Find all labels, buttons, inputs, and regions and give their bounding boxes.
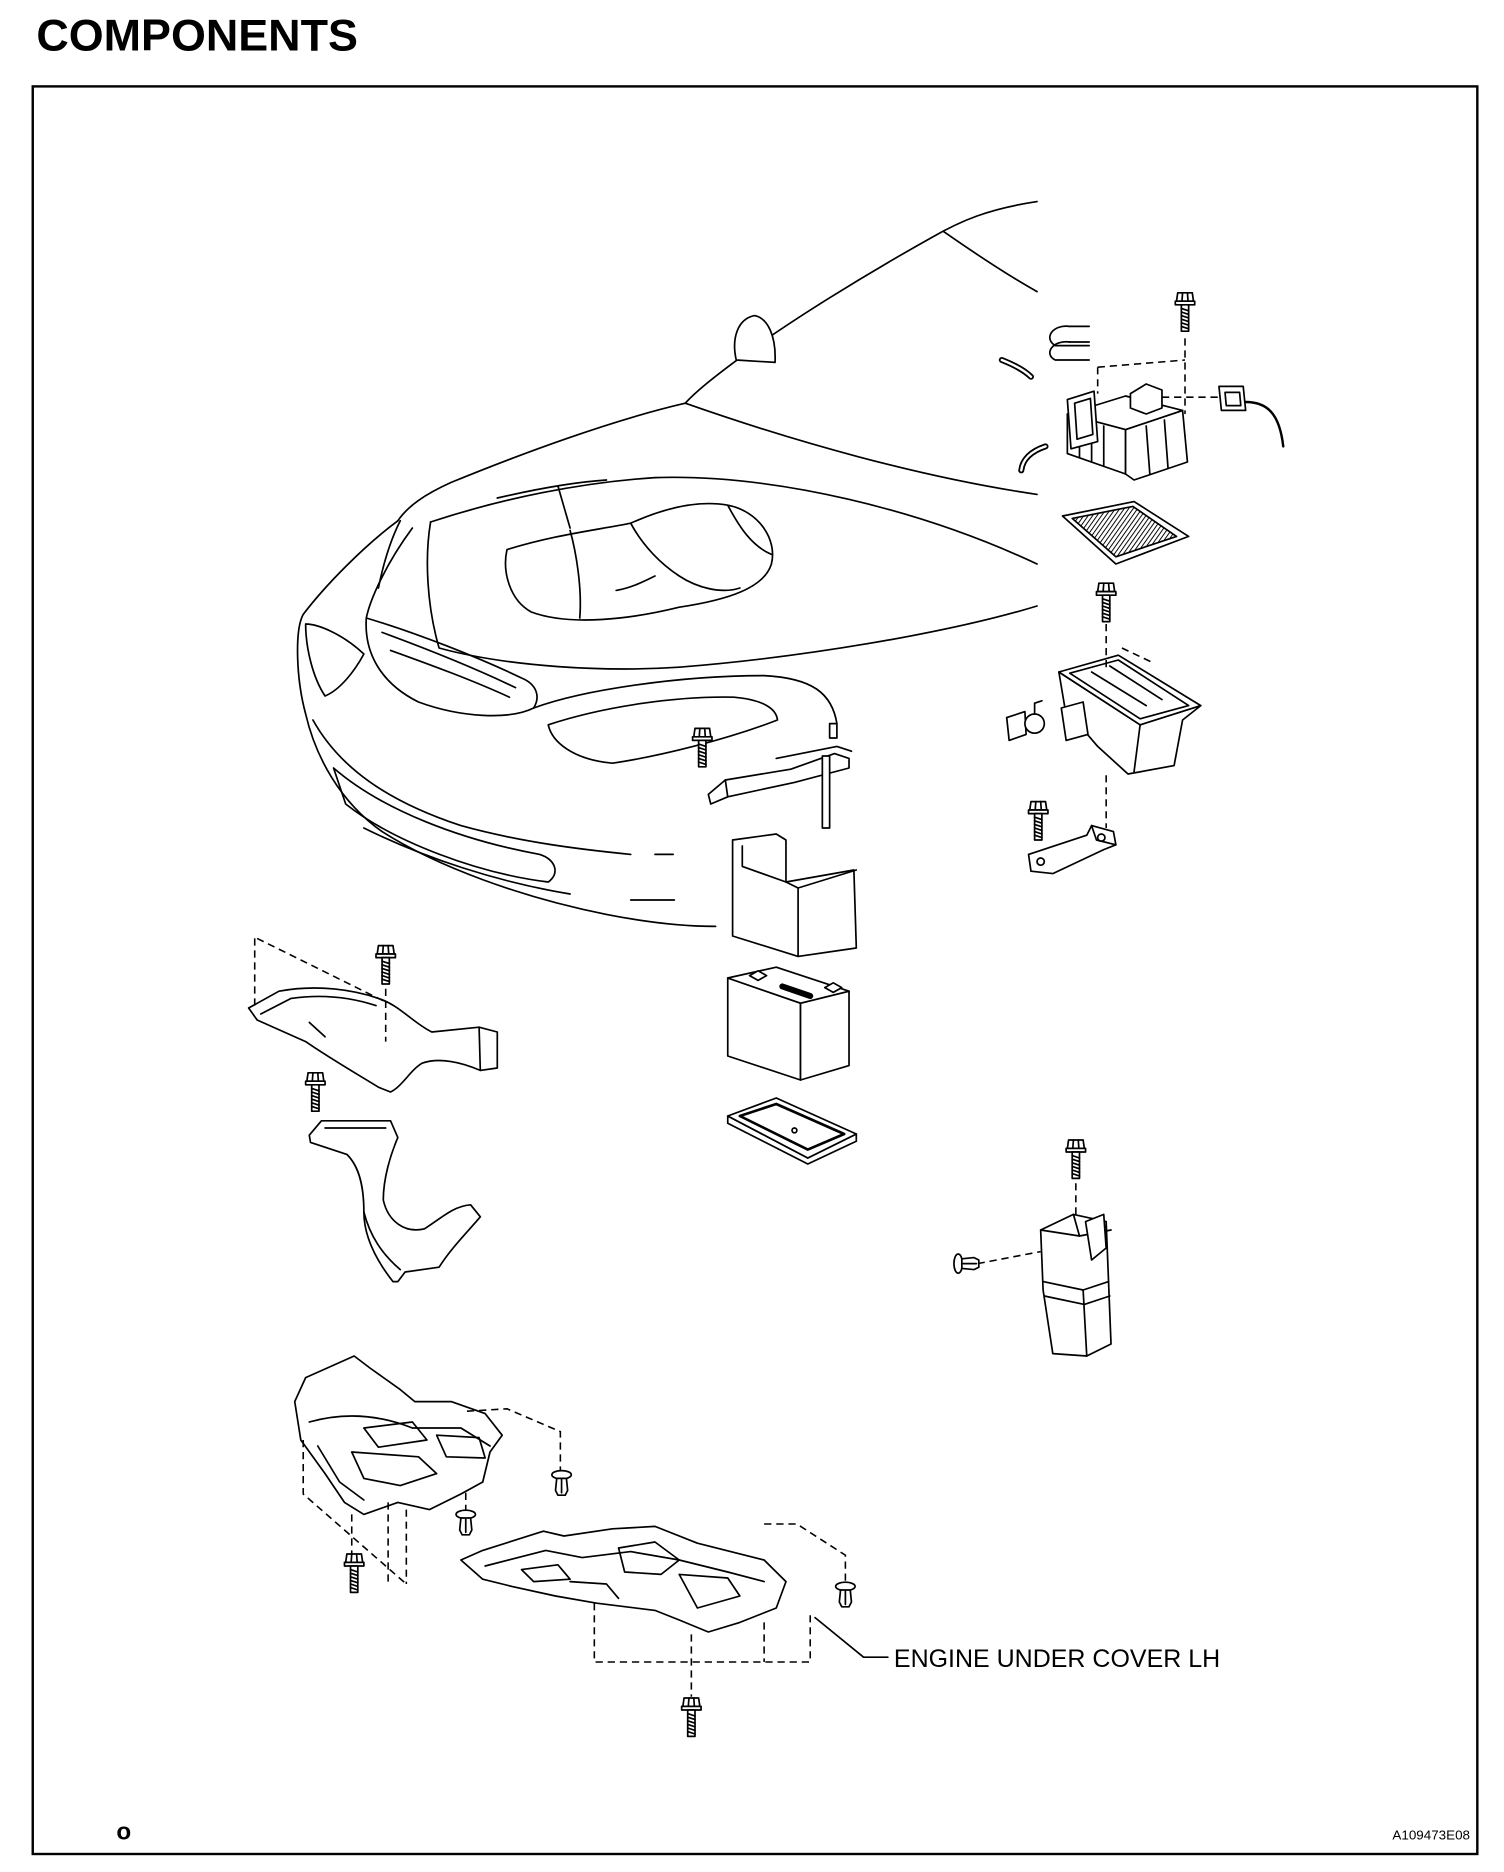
bolt xyxy=(375,944,397,985)
bolt xyxy=(691,727,713,768)
air-cleaner-cap xyxy=(1066,383,1189,481)
bolt xyxy=(343,1553,365,1594)
air-intake-duct-upper-guide-lines xyxy=(253,937,387,1042)
diagram-frame xyxy=(31,85,1479,1856)
engine-under-cover-rh xyxy=(293,1355,503,1516)
engine-under-cover-lh xyxy=(460,1525,787,1633)
engine-under-cover-rh-guide-lines xyxy=(302,1408,562,1585)
battery-clamp xyxy=(707,745,853,829)
wire-connector xyxy=(1218,385,1285,448)
clip xyxy=(953,1253,980,1275)
air-cleaner-bracket xyxy=(1027,824,1117,875)
air-cleaner-case-guide-lines xyxy=(1105,624,1153,828)
vehicle-front-outline xyxy=(296,200,1038,928)
air-intake-resonator-guide-lines xyxy=(977,1183,1077,1265)
page-title: COMPONENTS xyxy=(36,12,358,61)
air-intake-duct-upper xyxy=(247,987,499,1093)
air-intake-resonator xyxy=(1039,1213,1112,1357)
clip xyxy=(455,1509,477,1536)
bolt xyxy=(1027,800,1049,841)
battery xyxy=(726,966,850,1081)
vacuum-hose-lower xyxy=(1018,443,1049,474)
bolt xyxy=(304,1071,326,1113)
intake-air-temp-sensor xyxy=(1005,699,1046,742)
air-intake-duct-lower xyxy=(308,1119,482,1283)
clip xyxy=(834,1581,856,1608)
callout-leader-line xyxy=(814,1616,889,1659)
bolt xyxy=(1095,582,1117,623)
battery-tray xyxy=(726,1097,858,1165)
air-cleaner-case xyxy=(1058,654,1202,775)
footer-mark: o xyxy=(116,1819,131,1846)
callout-label: ENGINE UNDER COVER LH xyxy=(894,1645,1220,1673)
battery-insulator xyxy=(731,833,858,958)
clamp-nut xyxy=(828,722,838,739)
figure-code: A109473E08 xyxy=(1392,1828,1470,1843)
clip xyxy=(551,1469,573,1497)
bolt xyxy=(1065,1139,1087,1180)
engine-under-cover-lh-guide-lines xyxy=(593,1523,847,1697)
bolt xyxy=(680,1697,702,1738)
hose-clamp xyxy=(1049,325,1091,361)
air-cleaner-cap-guide-lines xyxy=(1096,338,1219,414)
air-filter-element xyxy=(1061,500,1190,565)
vacuum-hose-upper xyxy=(998,357,1034,380)
bolt xyxy=(1174,291,1196,333)
